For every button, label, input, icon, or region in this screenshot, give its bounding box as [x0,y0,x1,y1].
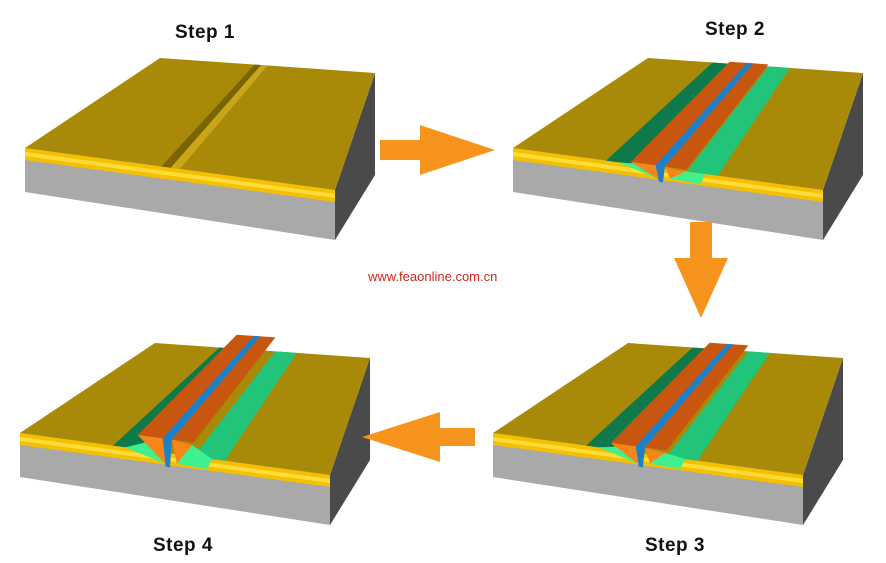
arrow-down [674,222,728,318]
side-face [823,73,863,240]
bead-front-right [664,166,686,179]
watermark: www.feaonline.com.cn [368,269,498,284]
top-face [25,58,375,190]
weld-bead [137,334,276,443]
front-face [25,148,335,240]
step-3-block [493,342,843,525]
step-2-block [513,58,863,240]
step-3-label: Step 3 [644,535,706,556]
plate-layer-highlight [513,152,823,198]
haz-front-right [669,172,706,185]
haz-left [606,62,730,164]
weld-center-pass [635,343,734,448]
haz-right [666,351,770,461]
haz-right [193,351,297,461]
haz-front-right [176,445,213,470]
center-pass-front [162,438,172,468]
haz-front-right [649,453,686,470]
haz-left [586,347,710,449]
weld-groove-wall [170,65,268,169]
weld-groove-shadow [161,64,262,168]
front-face [493,433,803,525]
side-face [335,73,375,240]
step-2-label: Step 2 [704,19,766,40]
bead-front-right [644,447,666,464]
step-1-block [25,58,375,240]
step-1-label: Step 1 [174,22,236,43]
bead-front-left [137,434,166,465]
side-face [803,358,843,525]
plate-layer-highlight [25,152,335,198]
center-pass-front [655,165,665,183]
front-face [20,433,330,525]
center-pass-front [635,446,645,468]
front-face [513,148,823,240]
step-4-block [20,334,370,525]
weld-bead [610,342,749,451]
arrow-left [362,412,475,462]
weld-center-pass [655,62,754,167]
bead-front-left [610,442,639,465]
weld-bead [630,61,769,170]
haz-right [686,66,790,176]
arrow-right [380,125,495,175]
bead-front-right [171,439,193,464]
bead-front-left [630,161,659,180]
plate-layer-highlight [493,437,803,483]
step-4-label: Step 4 [152,535,214,556]
plate-layer-highlight [20,437,330,483]
side-face [330,358,370,525]
weld-center-pass [162,335,261,440]
